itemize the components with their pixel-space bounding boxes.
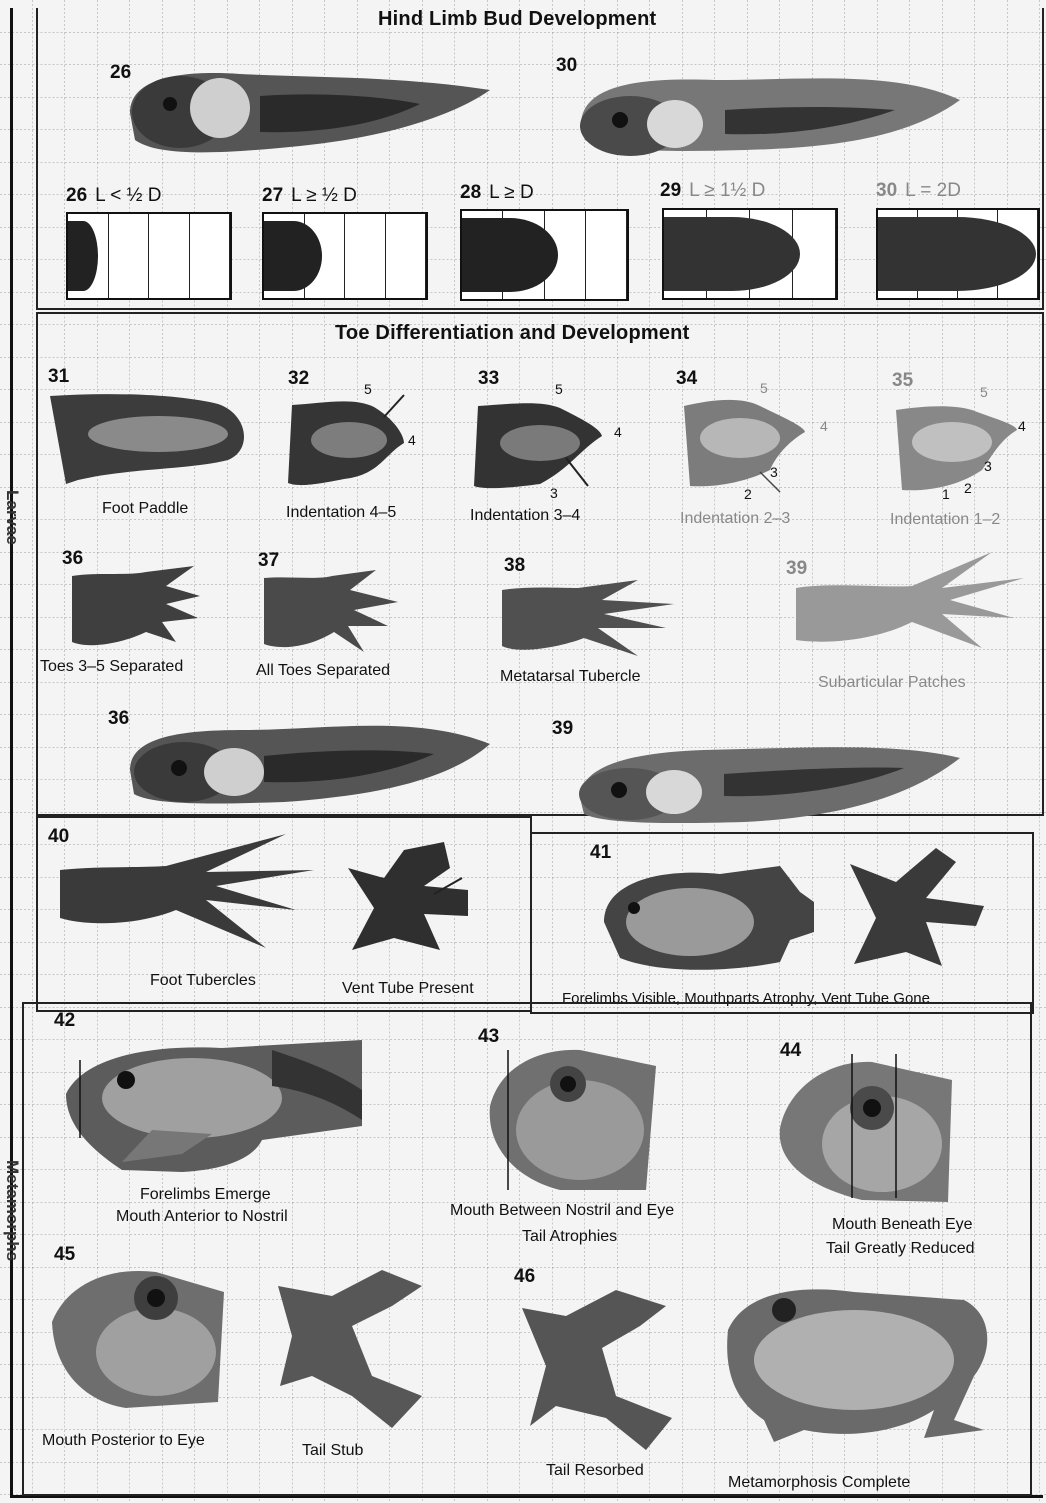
caption-43a: Mouth Between Nostril and Eye — [450, 1202, 674, 1220]
stage-31-number: 31 — [48, 366, 69, 388]
caption-31: Foot Paddle — [102, 500, 188, 518]
bud-26-label: 26 L < ½ D — [66, 185, 162, 207]
tailresorbed-46-figure — [516, 1286, 676, 1456]
caption-40a: Foot Tubercles — [150, 972, 256, 990]
caption-35: Indentation 1–2 — [890, 511, 1000, 529]
foot-32-figure — [284, 395, 424, 490]
caption-44b: Tail Greatly Reduced — [826, 1240, 975, 1258]
caption-38: Metatarsal Tubercle — [500, 668, 641, 686]
stage-39b-number: 39 — [552, 718, 573, 740]
bud-29-num: 29 — [660, 180, 681, 201]
label-34-2: 2 — [744, 486, 752, 502]
caption-32: Indentation 4–5 — [286, 504, 396, 522]
caption-45b: Tail Stub — [302, 1442, 363, 1460]
bud-30-num: 30 — [876, 180, 897, 201]
stage-38-number: 38 — [504, 555, 525, 577]
bud-26-num: 26 — [66, 185, 87, 206]
label-34-4: 4 — [820, 418, 828, 434]
adult-frog-figure — [724, 1280, 994, 1450]
foot-34-figure — [680, 396, 810, 491]
foot-41-figure — [846, 842, 986, 972]
caption-43b: Tail Atrophies — [522, 1228, 617, 1246]
label-33-3: 3 — [550, 485, 558, 501]
bud-box-28 — [460, 209, 629, 301]
froglet-41-figure — [600, 862, 820, 982]
tadpole-30-figure — [575, 40, 965, 160]
caption-33: Indentation 3–4 — [470, 507, 580, 525]
tadpole-26-figure — [120, 48, 500, 158]
stage-35-number: 35 — [892, 370, 913, 392]
foot-37-figure — [258, 566, 403, 661]
tadpole-36-figure — [124, 700, 494, 810]
label-32-5: 5 — [364, 381, 372, 397]
bud-30-formula: L = 2D — [905, 180, 961, 201]
label-35-1: 1 — [942, 486, 950, 502]
caption-36: Toes 3–5 Separated — [40, 658, 183, 676]
caption-45a: Mouth Posterior to Eye — [42, 1432, 205, 1450]
label-34-3: 3 — [770, 464, 778, 480]
label-35-3: 3 — [984, 458, 992, 474]
label-35-2: 2 — [964, 480, 972, 496]
bud-box-29 — [662, 208, 838, 300]
stage-46-number: 46 — [514, 1266, 535, 1288]
bud-29-formula: L ≥ 1½ D — [689, 180, 765, 201]
bud-30-label: 30 L = 2D — [876, 180, 961, 202]
larvae-side-label: Larvae — [2, 490, 22, 545]
stage-30-number: 30 — [556, 55, 577, 77]
bud-27-formula: L ≥ ½ D — [291, 185, 357, 206]
bud-28-label: 28 L ≥ D — [460, 182, 534, 204]
label-33-5: 5 — [555, 381, 563, 397]
stage-34-number: 34 — [676, 368, 697, 390]
bud-box-27 — [262, 212, 428, 300]
bud-28-formula: L ≥ D — [489, 182, 534, 203]
froglet-42-figure — [62, 1030, 372, 1180]
foot-40-figure — [56, 830, 316, 950]
bud-28-num: 28 — [460, 182, 481, 203]
vent-40-figure — [344, 838, 474, 958]
metamorph-side-label: Metamorphs — [2, 1160, 22, 1261]
label-32-4: 4 — [408, 432, 416, 448]
stage-41-number: 41 — [590, 842, 611, 864]
foot-36-figure — [66, 562, 206, 652]
foot-38-figure — [498, 576, 678, 666]
caption-40b: Vent Tube Present — [342, 980, 474, 998]
label-34-5: 5 — [760, 380, 768, 396]
caption-46b: Metamorphosis Complete — [728, 1474, 910, 1492]
toe-title: Toe Differentiation and Development — [335, 322, 689, 345]
bud-box-30 — [876, 208, 1040, 300]
froglet-43-figure — [480, 1040, 660, 1200]
label-33-4: 4 — [614, 424, 622, 440]
stage-32-number: 32 — [288, 368, 309, 390]
caption-46a: Tail Resorbed — [546, 1462, 644, 1480]
foot-35-figure — [892, 400, 1022, 495]
bud-27-label: 27 L ≥ ½ D — [262, 185, 357, 207]
tadpole-39-figure — [574, 718, 964, 828]
caption-42b: Mouth Anterior to Nostril — [116, 1208, 288, 1226]
caption-42a: Forelimbs Emerge — [140, 1186, 271, 1204]
caption-39: Subarticular Patches — [818, 674, 966, 692]
caption-34: Indentation 2–3 — [680, 510, 790, 528]
label-35-4: 4 — [1018, 418, 1026, 434]
caption-44a: Mouth Beneath Eye — [832, 1216, 973, 1234]
froglet-44-figure — [772, 1048, 956, 1208]
bud-27-num: 27 — [262, 185, 283, 206]
stage-42-number: 42 — [54, 1010, 75, 1032]
label-35-5: 5 — [980, 384, 988, 400]
foot-39-figure — [792, 548, 1028, 658]
caption-37: All Toes Separated — [256, 662, 390, 680]
bud-26-formula: L < ½ D — [95, 185, 161, 206]
hind-limb-title: Hind Limb Bud Development — [378, 8, 656, 31]
foot-33-figure — [470, 398, 615, 493]
stage-33-number: 33 — [478, 368, 499, 390]
froglet-45-figure — [46, 1262, 226, 1412]
bud-29-label: 29 L ≥ 1½ D — [660, 180, 765, 202]
foot-31-figure — [48, 390, 248, 490]
tailstub-45-figure — [272, 1266, 432, 1436]
bud-box-26 — [66, 212, 232, 300]
